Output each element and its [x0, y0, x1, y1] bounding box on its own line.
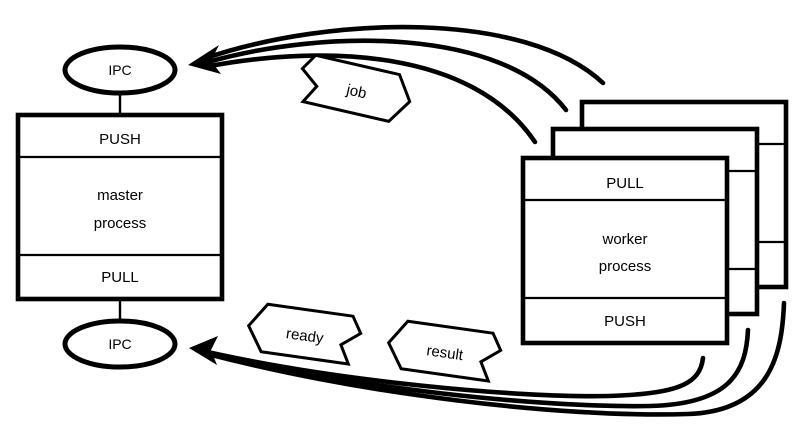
- result-flow-arrows: [200, 300, 787, 417]
- master-title-line-2: process: [94, 215, 147, 232]
- worker-box-front: [520, 155, 730, 346]
- worker-bottom-socket-label: PUSH: [604, 313, 646, 330]
- master-bottom-ipc-label: IPC: [108, 336, 131, 352]
- worker-title-line-2: process: [599, 258, 652, 275]
- job-arrow-curve-front: [207, 53, 538, 145]
- result-arrow-curve-front: [200, 348, 706, 399]
- job-banner-label: job: [344, 81, 368, 102]
- worker-process-stack: PULL worker process PUSH: [520, 99, 789, 346]
- worker-instance-front: PULL worker process PUSH: [520, 155, 730, 346]
- master-bottom-ipc-endpoint: [62, 318, 178, 370]
- result-banner-label: result: [425, 342, 465, 364]
- result-arrow-curve-middle: [200, 327, 751, 409]
- result-arrow-curve-back: [201, 300, 787, 417]
- ready-message-banner: ready: [246, 302, 363, 366]
- ready-banner-label: ready: [285, 325, 325, 347]
- result-arrowhead: [189, 336, 218, 365]
- job-message-banner: job: [300, 53, 412, 124]
- job-arrowhead: [188, 45, 221, 74]
- master-bottom-socket-label: PULL: [101, 269, 139, 286]
- master-top-ipc-label: IPC: [108, 62, 131, 78]
- master-top-socket-label: PUSH: [99, 131, 141, 148]
- result-banner-shape: [386, 319, 503, 383]
- job-arrow-curve-middle: [205, 38, 569, 113]
- worker-title-line-1: worker: [601, 231, 647, 248]
- job-banner-shape: [300, 53, 412, 124]
- job-flow-arrows: [203, 24, 606, 145]
- master-node: IPC PUSH master process PULL IPC: [15, 44, 225, 370]
- ready-banner-shape: [246, 302, 363, 366]
- master-title-line-1: master: [97, 187, 143, 204]
- result-message-banner: result: [386, 319, 503, 383]
- worker-top-socket-label: PULL: [606, 175, 644, 192]
- master-process-box: [15, 112, 225, 302]
- job-arrow-curve-back: [203, 24, 606, 86]
